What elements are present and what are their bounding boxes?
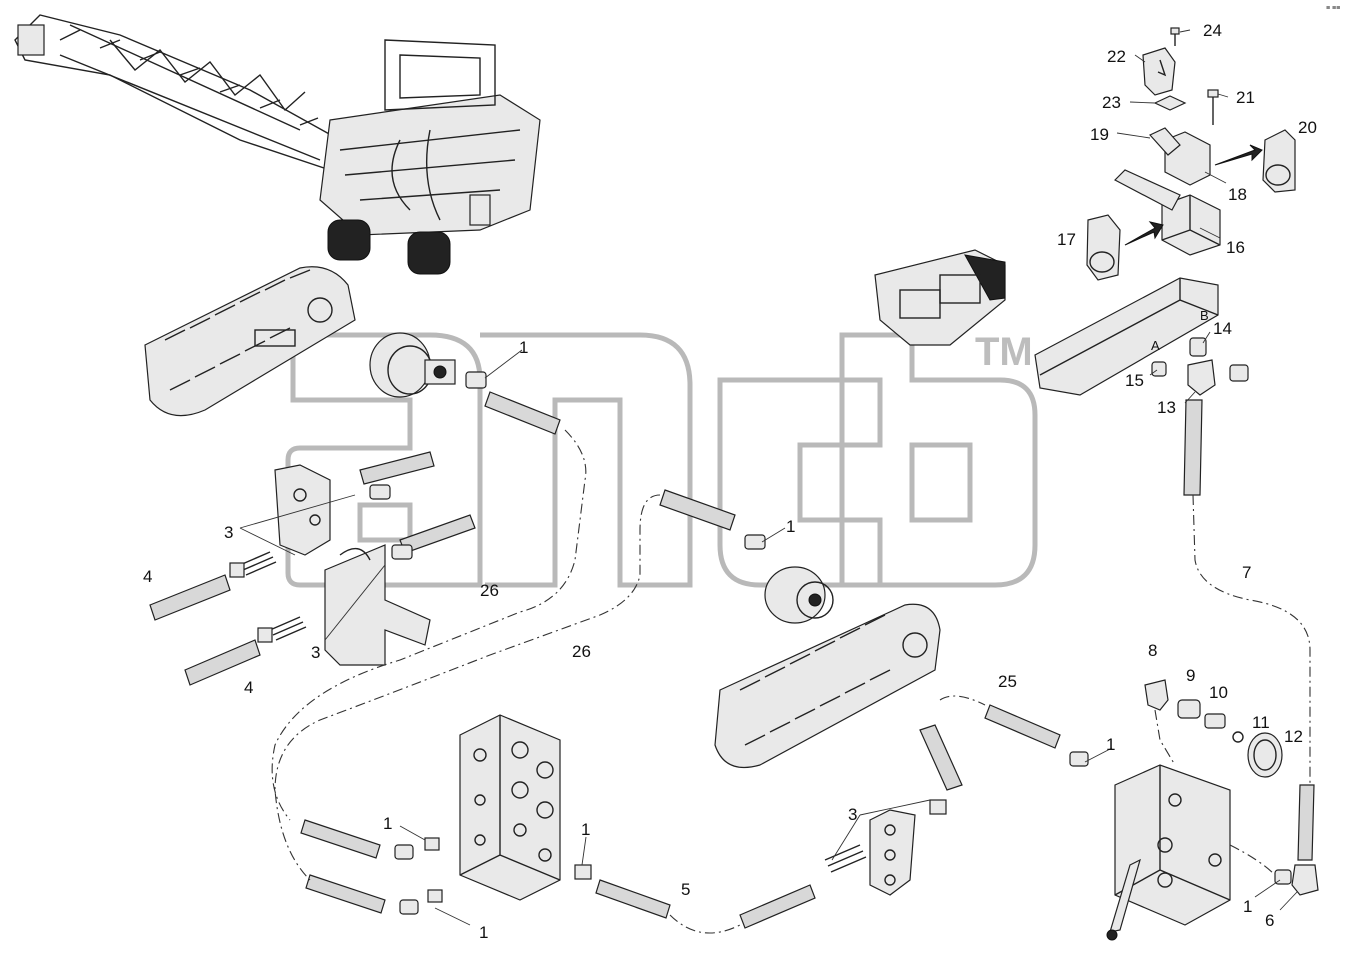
callout-17: 17	[1057, 230, 1076, 249]
tee-fitting-13	[1187, 359, 1249, 396]
travel-motor-upper	[369, 332, 456, 398]
port-label-a: A	[1151, 338, 1160, 353]
callout-26-lower: 26	[572, 642, 591, 661]
screw-21	[1207, 89, 1219, 125]
callout-10: 10	[1209, 683, 1228, 702]
accumulator	[1113, 169, 1181, 211]
callout-1-motor-upper: 1	[519, 338, 528, 357]
detail-view-20	[1214, 129, 1296, 193]
callout-23: 23	[1102, 93, 1121, 112]
watermark-trademark: TM	[975, 330, 1033, 374]
leader-lines	[239, 29, 1298, 926]
mounting-bracket-bottom	[869, 724, 963, 896]
hose-routing-lines	[271, 429, 1311, 934]
hose-4a	[149, 574, 231, 621]
callout-12: 12	[1284, 727, 1303, 746]
callout-5: 5	[681, 880, 690, 899]
port-label-b: B	[1200, 308, 1209, 323]
callout-7: 7	[1242, 563, 1251, 582]
fitting-1-upper	[465, 371, 487, 389]
tee-fitting-8	[1144, 679, 1169, 711]
callout-22: 22	[1107, 47, 1126, 66]
distribution-block-bottom	[459, 714, 561, 901]
crawler-track-lower	[714, 603, 941, 769]
callout-8: 8	[1148, 641, 1157, 660]
callout-4-lower: 4	[244, 678, 253, 697]
adapter-10	[1204, 713, 1226, 729]
travel-motor-middle	[764, 566, 834, 624]
crawler-track-upper	[144, 266, 356, 417]
callout-1-control-block: 1	[1106, 735, 1115, 754]
threaded-fitting-3b	[257, 616, 307, 643]
plug-22	[1142, 47, 1176, 96]
callout-19: 19	[1090, 125, 1109, 144]
callout-26-upper: 26	[480, 581, 499, 600]
callout-1-bottom-lower: 1	[479, 923, 488, 942]
screw-24	[1170, 27, 1180, 46]
callout-16: 16	[1226, 238, 1245, 257]
manifold-plate	[1034, 277, 1219, 396]
adapter-9	[1177, 699, 1201, 719]
hose-13-down	[1183, 399, 1203, 496]
callout-9: 9	[1186, 666, 1195, 685]
callout-13: 13	[1157, 398, 1176, 417]
callout-1-right-bottom: 1	[1243, 897, 1252, 916]
callout-3-bottom: 3	[848, 805, 857, 824]
seal-11	[1232, 731, 1244, 743]
watermark-logo: TM	[285, 330, 1038, 588]
pressure-gauge-12	[1247, 732, 1283, 778]
solenoid-coil-19	[1149, 127, 1181, 156]
callout-6: 6	[1265, 911, 1274, 930]
callout-1-bottom-middle: 1	[581, 820, 590, 839]
corner-mark: ≡ ≡≡	[1326, 5, 1340, 12]
solenoid-valve-bank	[874, 249, 1006, 346]
bottom-hoses	[300, 819, 867, 929]
control-valve-block	[1106, 764, 1231, 941]
callout-15: 15	[1125, 371, 1144, 390]
fitting-15	[1151, 361, 1167, 377]
hoses-left-group	[359, 451, 476, 560]
gasket-23	[1153, 95, 1187, 111]
callout-20: 20	[1298, 118, 1317, 137]
callout-4-upper: 4	[143, 567, 152, 586]
fitting-14	[1189, 337, 1207, 357]
callout-3-left: 3	[224, 523, 233, 542]
hose-right-vertical	[1274, 784, 1319, 896]
hose-25	[984, 704, 1089, 767]
milling-machine-illustration	[14, 14, 541, 275]
hose-middle	[659, 489, 766, 550]
callout-21: 21	[1236, 88, 1255, 107]
threaded-fitting-3a	[229, 551, 277, 578]
hose-upper-1	[484, 391, 561, 435]
callout-24: 24	[1203, 21, 1222, 40]
callout-11: 11	[1252, 713, 1270, 732]
callout-18: 18	[1228, 185, 1247, 204]
callout-1-motor-middle: 1	[786, 517, 795, 536]
detail-view-17	[1086, 214, 1164, 281]
hose-4b	[184, 639, 261, 686]
callout-14: 14	[1213, 319, 1232, 338]
callout-numbers: 24 22 23 21 19 20 18 17 16 14 15 13 7 1 …	[143, 21, 1317, 942]
callout-25: 25	[998, 672, 1017, 691]
valve-block-16	[1161, 194, 1221, 256]
mounting-bracket-left	[274, 464, 431, 666]
callout-3-lower: 3	[311, 643, 320, 662]
callout-1-bottom-upper: 1	[383, 814, 392, 833]
